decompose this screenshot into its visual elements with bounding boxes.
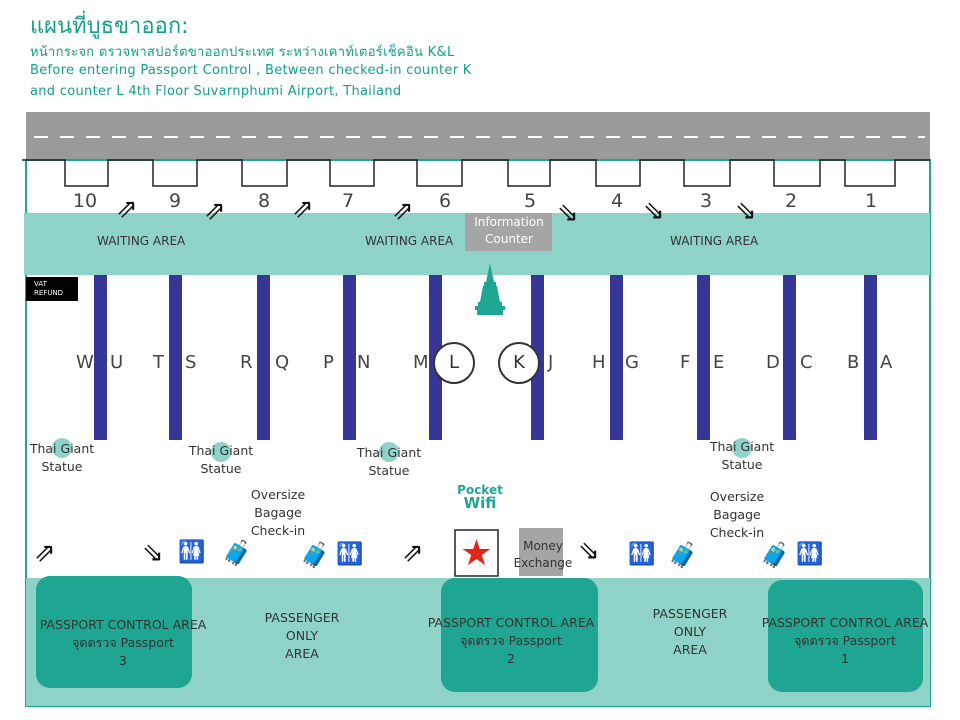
statue-markers <box>52 438 752 462</box>
row-m: M <box>413 352 429 373</box>
row-j: J <box>548 352 554 373</box>
escalator-down-icon: ⇘ <box>142 538 164 568</box>
escalator-down-icon: ⇘ <box>578 536 600 566</box>
escalator-up-icon: ⇗ <box>292 194 314 224</box>
passenger-only-right: PASSENGER ONLY AREA <box>652 606 728 657</box>
passport-control-3-label: PASSPORT CONTROL AREA จุดตรวจ Passport 3 <box>39 617 207 668</box>
gate-7: 7 <box>341 190 355 212</box>
gate-6: 6 <box>438 190 452 212</box>
luggage-icon: 🧳 <box>300 541 330 569</box>
luggage-icon: 🧳 <box>668 541 698 569</box>
row-t: T <box>153 352 164 373</box>
gate-4: 4 <box>610 190 624 212</box>
escalator-up-icon: ⇗ <box>392 196 414 226</box>
escalator-up-icon: ⇗ <box>204 196 226 226</box>
star-icon <box>462 539 491 565</box>
luggage-icon: 🧳 <box>760 541 790 569</box>
row-f: F <box>680 352 691 373</box>
gate-2: 2 <box>784 190 798 212</box>
passport-control-1[interactable] <box>768 580 923 692</box>
row-n: N <box>357 352 371 373</box>
information-counter[interactable] <box>465 213 552 251</box>
row-h: H <box>592 352 606 373</box>
info-counter-label: Information Counter <box>474 215 544 246</box>
location-en-1: Before entering Passport Control , Betwe… <box>30 63 472 78</box>
vat-refund[interactable]: VAT REFUND <box>26 277 78 301</box>
counter-pillars <box>94 275 877 440</box>
row-q: Q <box>275 352 290 373</box>
escalator-down-icon: ⇘ <box>643 196 665 226</box>
map-title: แผนที่บูธขาออก: <box>30 14 189 39</box>
gate-9: 9 <box>168 190 182 212</box>
row-u: U <box>110 352 124 373</box>
luggage-icon: 🧳 <box>222 539 252 567</box>
waiting-area-right: WAITING AREA <box>670 234 759 248</box>
restroom-icon: 🚻 <box>796 542 824 567</box>
stupa-icon <box>475 263 505 315</box>
row-e: E <box>713 352 725 373</box>
row-b: B <box>847 352 860 373</box>
passenger-only-left: PASSENGER ONLY AREA <box>264 610 340 661</box>
row-s: S <box>185 352 197 373</box>
pocket-wifi-logo: Pocket Wifi <box>457 483 503 512</box>
restroom-icon: 🚻 <box>178 540 206 565</box>
passport-control-3[interactable] <box>36 576 192 688</box>
gate-3: 3 <box>699 190 713 212</box>
escalator-down-icon: ⇘ <box>557 198 579 228</box>
passport-control-2[interactable] <box>441 578 598 692</box>
escalator-up-icon: ⇗ <box>402 538 424 568</box>
money-exchange[interactable] <box>519 528 563 576</box>
row-c: C <box>800 352 813 373</box>
location-thai: หน้ากระจก ตรวจพาสปอร์ตขาออกประเทศ ระหว่า… <box>30 45 455 60</box>
restroom-icon: 🚻 <box>336 542 364 567</box>
waiting-area-left: WAITING AREA <box>97 234 186 248</box>
waiting-area-center: WAITING AREA <box>365 234 454 248</box>
gate-10: 10 <box>72 190 98 212</box>
passport-control-1-label: PASSPORT CONTROL AREA จุดตรวจ Passport 1 <box>761 615 929 666</box>
escalator-up-icon: ⇗ <box>116 194 138 224</box>
counter-l[interactable]: L <box>433 342 475 384</box>
row-p: P <box>323 352 334 373</box>
row-g: G <box>625 352 639 373</box>
row-r: R <box>240 352 253 373</box>
escalator-up-icon: ⇗ <box>34 538 56 568</box>
passport-control-2-label: PASSPORT CONTROL AREA จุดตรวจ Passport 2 <box>427 615 595 666</box>
gate-8: 8 <box>257 190 271 212</box>
gate-bridges <box>22 159 930 187</box>
row-a: A <box>880 352 893 373</box>
escalator-down-icon: ⇘ <box>735 196 757 226</box>
location-en-2: and counter L 4th Floor Suvarnphumi Airp… <box>30 84 402 99</box>
row-w: W <box>76 352 94 373</box>
gate-5: 5 <box>523 190 537 212</box>
gate-1: 1 <box>864 190 878 212</box>
restroom-icon: 🚻 <box>628 542 656 567</box>
row-d: D <box>766 352 780 373</box>
counter-k[interactable]: K <box>498 342 540 384</box>
